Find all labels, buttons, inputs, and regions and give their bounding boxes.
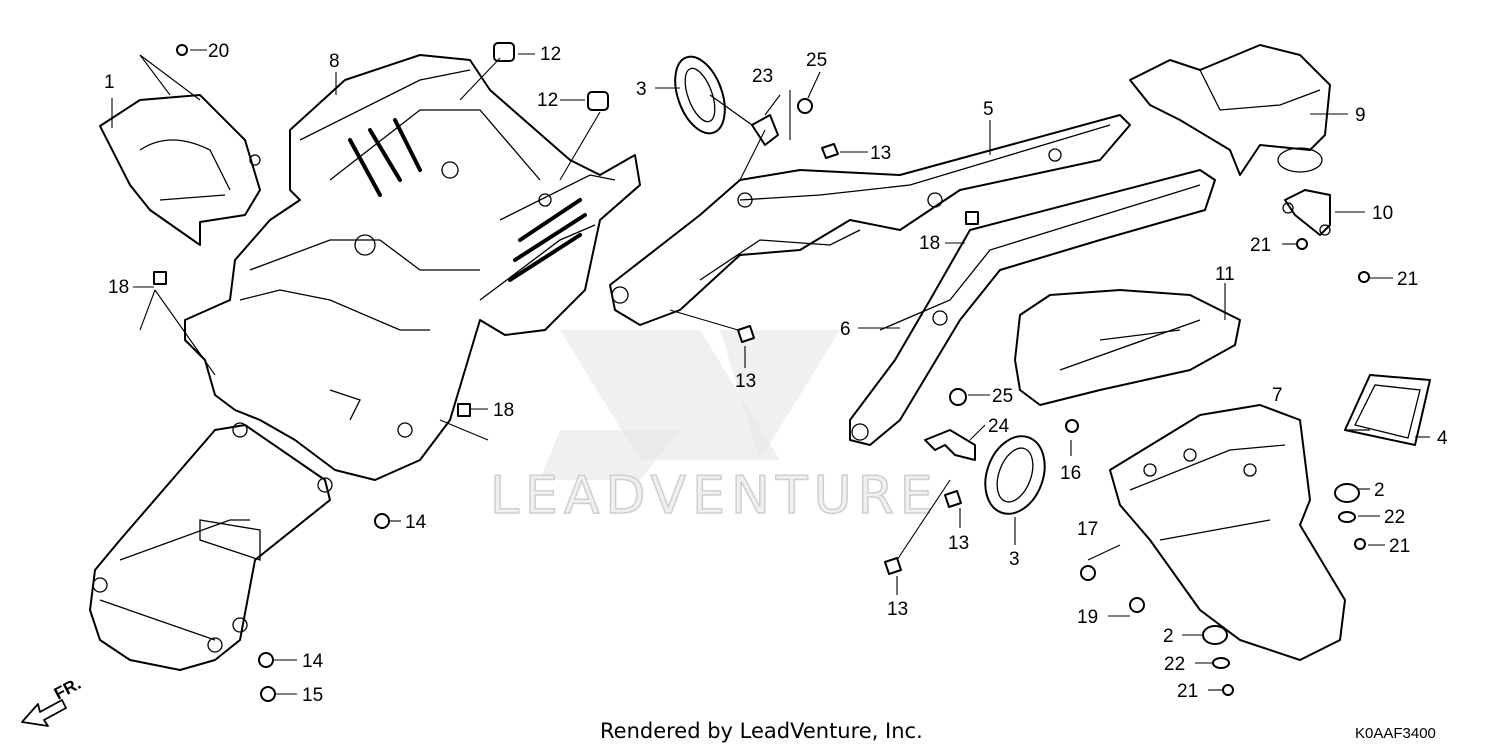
callout-16: 16 xyxy=(1060,463,1081,484)
callout-7: 7 xyxy=(1272,385,1283,406)
screw-21b xyxy=(1358,271,1370,283)
clip-18c xyxy=(965,211,979,225)
callout-24: 24 xyxy=(988,416,1010,437)
screw-16 xyxy=(1065,419,1079,433)
part-9-tail-cover xyxy=(1129,44,1331,176)
clip-18a xyxy=(153,271,167,285)
nut-14b xyxy=(258,652,274,668)
part-10-bracket xyxy=(1282,189,1331,236)
callout-18b: 18 xyxy=(493,400,514,421)
screw-21c xyxy=(1354,538,1366,550)
part-7-rear-fender xyxy=(1109,404,1346,661)
part-3-grommet-bottom xyxy=(984,435,1046,515)
callout-21d: 21 xyxy=(1177,681,1198,702)
nut-25a xyxy=(797,98,813,114)
callout-8: 8 xyxy=(329,51,340,72)
callout-13d: 13 xyxy=(887,599,908,620)
callout-19: 19 xyxy=(1077,607,1098,628)
nut-14a xyxy=(374,513,390,529)
callout-5: 5 xyxy=(983,99,994,120)
watermark-logo xyxy=(540,330,840,480)
callout-14b: 14 xyxy=(302,651,324,672)
bolt-13b xyxy=(737,325,755,343)
callout-1: 1 xyxy=(104,72,115,93)
bolt-13c xyxy=(944,490,962,508)
callout-15: 15 xyxy=(302,685,323,706)
callout-12a: 12 xyxy=(540,44,561,65)
watermark: LEADVENTURE xyxy=(489,330,939,527)
bolt-13a xyxy=(821,143,839,159)
callout-3b: 3 xyxy=(1009,549,1020,570)
callout-17: 17 xyxy=(1077,519,1098,540)
bolt-13d xyxy=(884,557,902,575)
callout-3a: 3 xyxy=(636,79,647,100)
footer-credit: Rendered by LeadVenture, Inc. xyxy=(600,719,923,743)
callout-25a: 25 xyxy=(806,50,827,71)
callout-20: 20 xyxy=(208,41,229,62)
callout-9: 9 xyxy=(1355,105,1366,126)
callout-2b: 2 xyxy=(1163,626,1174,647)
part-1-cover xyxy=(99,94,261,246)
callout-2a: 2 xyxy=(1374,480,1385,501)
screw-15 xyxy=(260,686,276,702)
part-3-grommet-top xyxy=(674,55,726,135)
nut-25b xyxy=(949,388,967,406)
callout-23: 23 xyxy=(752,66,773,87)
grommet-2a xyxy=(1334,483,1360,503)
screw-20 xyxy=(176,44,188,56)
lower-fender xyxy=(89,422,333,671)
callout-22b: 22 xyxy=(1164,654,1185,675)
part-5-seat-rail xyxy=(609,114,1131,326)
screw-21a xyxy=(1296,238,1308,250)
part-24-bracket xyxy=(924,429,976,461)
watermark-text: LEADVENTURE xyxy=(490,466,939,526)
clip-18b xyxy=(457,403,471,417)
callout-18c: 18 xyxy=(919,233,940,254)
callout-13b: 13 xyxy=(735,371,756,392)
part-8-inner-fender xyxy=(184,54,641,481)
callout-14a: 14 xyxy=(405,512,427,533)
part-11-grab-cover xyxy=(1014,289,1241,406)
grommet-2b xyxy=(1202,625,1228,645)
screw-19 xyxy=(1129,597,1145,613)
nut-17 xyxy=(1080,565,1096,581)
callout-21a: 21 xyxy=(1250,235,1271,256)
callout-13c: 13 xyxy=(948,533,969,554)
front-label: FR. xyxy=(51,674,84,704)
callouts: 1 20 8 12 12 3 23 25 13 5 9 10 21 21 11 … xyxy=(104,41,1448,706)
diagram-code: K0AAF3400 xyxy=(1355,725,1436,742)
callout-21b: 21 xyxy=(1397,269,1418,290)
fasteners xyxy=(153,44,1370,702)
washer-22a xyxy=(1338,511,1356,523)
callout-4: 4 xyxy=(1437,428,1448,449)
callout-13a: 13 xyxy=(870,143,891,164)
callout-22a: 22 xyxy=(1384,507,1405,528)
leader-lines xyxy=(111,49,1430,695)
washer-22b xyxy=(1212,657,1230,669)
screw-21d xyxy=(1222,684,1234,696)
callout-6: 6 xyxy=(840,319,851,340)
part-12-collar xyxy=(493,42,609,111)
part-6-seat-rail xyxy=(849,169,1216,446)
callout-25b: 25 xyxy=(992,386,1013,407)
callout-21c: 21 xyxy=(1389,536,1410,557)
part-4-reflector xyxy=(1344,374,1431,446)
front-arrow-icon xyxy=(21,699,67,727)
front-direction-indicator: FR. xyxy=(21,674,84,727)
callout-11: 11 xyxy=(1215,264,1235,285)
callout-18a: 18 xyxy=(108,277,129,298)
callout-12b: 12 xyxy=(537,90,558,111)
callout-10: 10 xyxy=(1372,203,1393,224)
